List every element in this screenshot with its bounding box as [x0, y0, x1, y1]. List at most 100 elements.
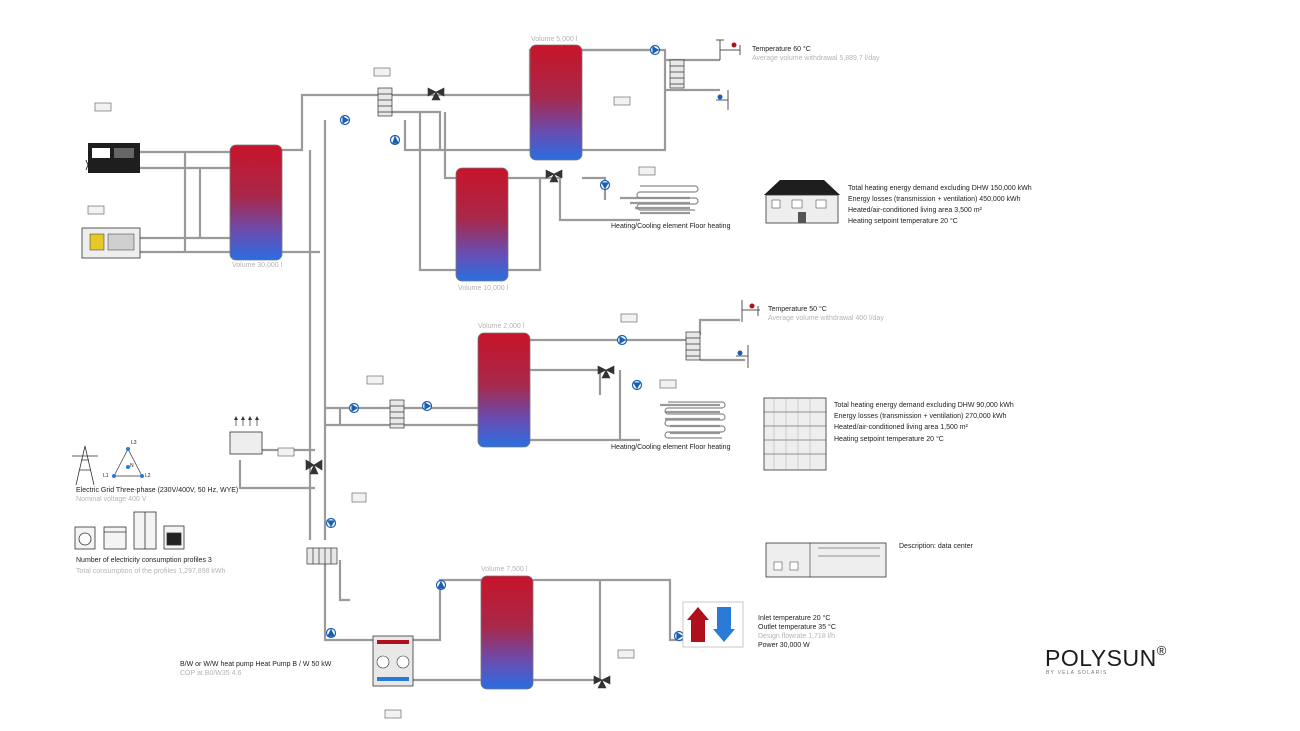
consumption-total: Total consumption of the profiles 1,297,… [76, 568, 226, 575]
three-way-valve-icon[interactable] [545, 169, 563, 183]
pump-icon[interactable] [325, 627, 337, 639]
pump-icon[interactable] [599, 179, 611, 191]
data-center-description: Description: data center [899, 543, 973, 550]
brand-mark: ® [1156, 643, 1167, 658]
pump-icon[interactable] [421, 400, 433, 412]
heat-exchanger-icon[interactable] [669, 59, 685, 89]
house-icon [764, 180, 840, 224]
controller-icon[interactable] [620, 313, 638, 323]
pipe-network [140, 48, 745, 682]
controller-icon[interactable] [659, 379, 677, 389]
apartment-building-icon [763, 397, 827, 471]
pump-icon[interactable] [348, 402, 360, 414]
floor-heating-2-label: Heating/Cooling element Floor heating [611, 444, 731, 451]
tank-main-volume: Volume 30,000 l [232, 262, 283, 269]
dhw-1-withdrawal: Average volume withdrawal 5,889.7 l/day [752, 55, 880, 62]
controller-icon[interactable] [373, 67, 391, 77]
heat-pump-label: B/W or W/W heat pump Heat Pump B / W 50 … [180, 661, 332, 668]
refrigerator-icon [133, 511, 157, 550]
pump-icon[interactable] [631, 379, 643, 391]
cooling-power: Power 30,000 W [758, 642, 810, 649]
brand-tagline: BY VELA SOLARIS [1046, 670, 1108, 676]
pump-icon[interactable] [673, 630, 685, 642]
three-way-valve-icon[interactable] [305, 459, 323, 475]
dhw-2-withdrawal: Average volume withdrawal 400 l/day [768, 315, 884, 322]
three-way-valve-icon[interactable] [597, 365, 615, 379]
pump-icon[interactable] [649, 44, 661, 56]
building-2-energy-losses: Energy losses (transmission + ventilatio… [834, 413, 1007, 420]
cooling-design-flowrate: Design flowrate 1,718 l/h [758, 633, 836, 640]
heat-exchanger-icon[interactable] [377, 87, 393, 117]
dhw-1-temperature: Temperature 60 °C [752, 46, 811, 53]
heat-exchanger-icon[interactable] [685, 331, 701, 361]
boiler-lower-icon[interactable] [81, 227, 141, 259]
building-2-setpoint: Heating setpoint temperature 20 °C [834, 436, 944, 443]
grid-nominal-voltage: Nominal voltage 400 V [76, 496, 147, 503]
controller-icon[interactable] [638, 166, 656, 176]
tank-dhw-2[interactable] [477, 332, 531, 448]
dhw-taps [716, 39, 760, 368]
heat-pump-unit-icon[interactable] [229, 416, 263, 455]
building-1-heating-demand: Total heating energy demand excluding DH… [848, 185, 1032, 192]
tap-icon[interactable] [716, 90, 729, 110]
grid-label: Electric Grid Three-phase (230V/400V, 50… [76, 487, 239, 494]
tank-dhw-1-volume: Volume 5,000 l [531, 36, 578, 43]
consumption-profiles: Number of electricity consumption profil… [76, 557, 212, 564]
floor-heating-coil-icon [636, 185, 699, 211]
cooling-load-icon[interactable] [682, 601, 744, 648]
tank-low-temperature-volume: Volume 7,500 l [481, 566, 528, 573]
pump-icon[interactable] [325, 517, 337, 529]
controllers [87, 67, 677, 719]
cooling-inlet-temperature: Inlet temperature 20 °C [758, 615, 831, 622]
tank-dhw-1[interactable] [529, 44, 583, 161]
dhw-2-temperature: Temperature 50 °C [768, 306, 827, 313]
grid-phase-l2: L2 [145, 473, 151, 479]
building-1-setpoint: Heating setpoint temperature 20 °C [848, 218, 958, 225]
controller-icon[interactable] [277, 447, 295, 457]
brand-name: POLYSUN [1045, 645, 1157, 671]
controller-icon[interactable] [87, 205, 105, 215]
pump-icon[interactable] [339, 114, 351, 126]
controller-icon[interactable] [613, 96, 631, 106]
building-1-energy-losses: Energy losses (transmission + ventilatio… [848, 196, 1021, 203]
tank-low-temperature[interactable] [480, 575, 534, 690]
three-way-valve-icon[interactable] [593, 675, 611, 689]
oven-icon [163, 525, 185, 550]
brand-logo: POLYSUN® [1045, 643, 1167, 672]
tank-dhw-2-volume: Volume 2,000 l [478, 323, 525, 330]
controller-icon[interactable] [351, 492, 367, 503]
appliances [74, 511, 185, 550]
heat-exchanger-icon[interactable] [389, 399, 405, 429]
tap-icon[interactable] [741, 300, 760, 322]
electric-grid-icon[interactable] [72, 445, 144, 486]
data-center-building-icon [765, 542, 887, 578]
boiler-upper-icon[interactable] [85, 143, 140, 173]
washing-machine-icon [74, 526, 96, 550]
floor-heating-1-label: Heating/Cooling element Floor heating [611, 223, 731, 230]
tap-icon[interactable] [716, 39, 741, 60]
heat-pump-cop: COP at B0/W35 4.6 [180, 670, 242, 677]
tap-icon[interactable] [736, 345, 749, 368]
controller-icon[interactable] [384, 709, 402, 719]
tank-space-heating-1[interactable] [455, 167, 509, 282]
pump-icon[interactable] [389, 134, 401, 146]
mixing-valves [305, 87, 615, 689]
heat-exchanger-icon[interactable] [306, 547, 338, 565]
boilers [81, 143, 141, 259]
heat-pump-icon[interactable] [372, 635, 414, 687]
controller-icon[interactable] [617, 649, 635, 659]
tank-space-heating-1-volume: Volume 10,000 l [458, 285, 509, 292]
three-way-valve-icon[interactable] [427, 87, 445, 101]
dishwasher-icon [103, 526, 127, 550]
building-2-living-area: Heated/air-conditioned living area 1,500… [834, 424, 968, 431]
grid-phase-l3: L3 [131, 440, 137, 446]
pump-icon[interactable] [435, 579, 447, 591]
floor-heating-coils [636, 185, 726, 439]
pump-icon[interactable] [616, 334, 628, 346]
tank-main[interactable] [229, 144, 283, 261]
controller-icon[interactable] [94, 102, 112, 112]
heat-exchangers [306, 59, 701, 565]
floor-heating-coil-icon [664, 401, 726, 439]
controller-icon[interactable] [366, 375, 384, 385]
